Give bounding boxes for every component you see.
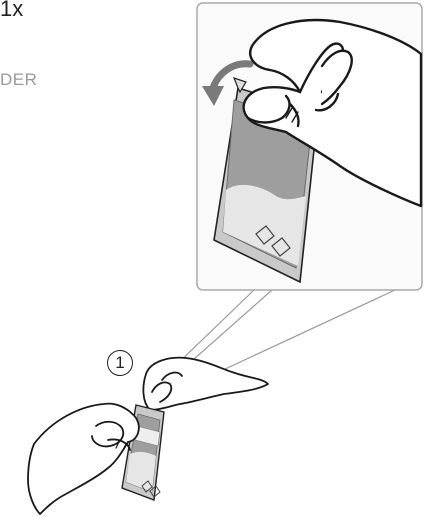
small-left-hand-drawing <box>28 404 139 514</box>
step-number: 1 <box>115 353 124 372</box>
small-right-hand-drawing <box>143 358 268 410</box>
step-number-badge: 1 <box>107 350 133 376</box>
